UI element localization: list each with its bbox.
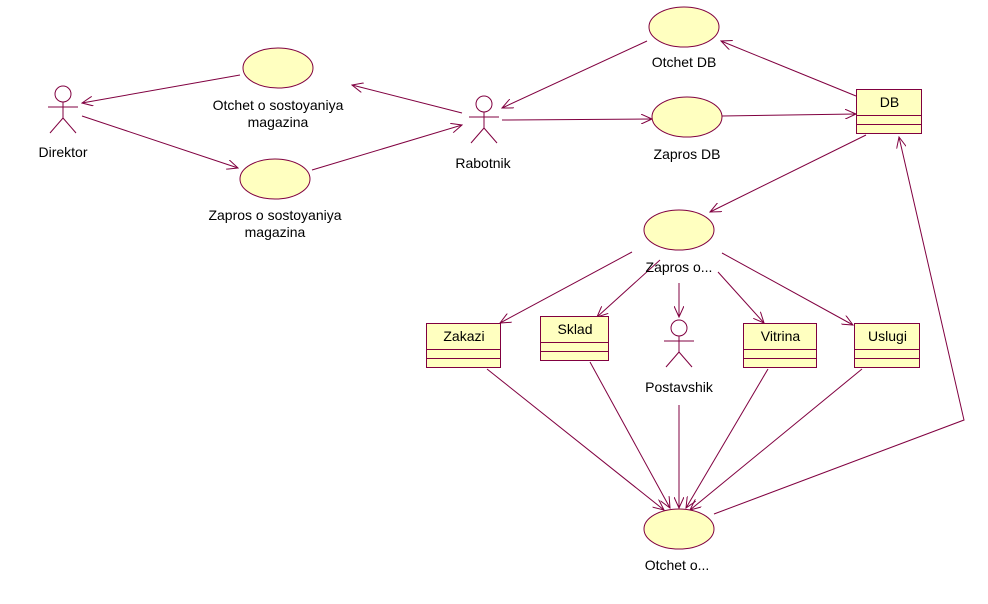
- class-vitrina[interactable]: [743, 323, 817, 368]
- actor-label-rabotnik: Rabotnik: [455, 155, 511, 171]
- usecase-label-otchet-db: Otchet DB: [651, 54, 717, 70]
- edge-sklad-to-otchet-o: [589, 361, 670, 508]
- usecase-label-zapros-db: Zapros DB: [653, 146, 721, 162]
- usecase-label-otchet-sostoyaniya-line1: Otchet o sostoyaniya: [212, 97, 344, 113]
- class-label-db: DB: [879, 94, 900, 110]
- edge-otchet-o-to-db: [713, 137, 965, 515]
- edge-zakazi-to-otchet-o: [486, 368, 664, 510]
- usecase-otchet-sostoyaniya[interactable]: [242, 47, 314, 89]
- usecase-zapros-o[interactable]: [643, 209, 715, 251]
- class-uslugi[interactable]: [854, 323, 920, 368]
- actor-postavshik[interactable]: [664, 319, 694, 368]
- usecase-otchet-db[interactable]: [648, 6, 720, 48]
- edge-vitrina-to-otchet-o: [686, 368, 769, 508]
- edge-uslugi-to-otchet-o: [690, 368, 863, 510]
- actor-label-direktor: Direktor: [38, 144, 88, 160]
- edge-otchet-db-to-rabotnik: [502, 40, 648, 108]
- usecase-zapros-db[interactable]: [651, 96, 723, 138]
- class-label-zakazi: Zakazi: [443, 328, 485, 344]
- class-db[interactable]: [856, 89, 922, 134]
- edge-db-to-otchet-db: [721, 41, 857, 97]
- usecase-label-zapros-sostoyaniya-line1: Zapros o sostoyaniya: [208, 207, 342, 223]
- edge-rabotnik-to-otchet-sost: [352, 85, 463, 114]
- class-label-sklad: Sklad: [557, 321, 593, 337]
- edge-zapros-db-to-db: [721, 114, 856, 116]
- edge-rabotnik-to-zapros-db: [501, 119, 652, 120]
- edge-db-to-zapros-o: [710, 134, 867, 212]
- class-label-uslugi: Uslugi: [868, 328, 907, 344]
- usecase-otchet-o[interactable]: [643, 508, 715, 550]
- edge-zapros-o-to-vitrina: [717, 271, 764, 323]
- class-label-vitrina: Vitrina: [760, 328, 801, 344]
- edge-otchet-sost-to-direktor: [82, 74, 241, 103]
- edge-zapros-o-to-uslugi: [721, 252, 853, 325]
- actor-rabotnik[interactable]: [469, 95, 499, 144]
- usecase-label-zapros-sostoyaniya-line2: magazina: [244, 224, 306, 240]
- class-sklad[interactable]: [540, 316, 609, 361]
- edge-zapros-sost-to-rabotnik: [311, 125, 462, 171]
- edge-direktor-to-zapros-sost: [81, 115, 238, 168]
- usecase-zapros-sostoyaniya[interactable]: [239, 158, 311, 200]
- edge-zapros-o-to-sklad: [597, 259, 661, 317]
- actor-label-postavshik: Postavshik: [645, 379, 713, 395]
- usecase-label-otchet-sostoyaniya-line2: magazina: [247, 114, 309, 130]
- usecase-label-zapros-o: Zapros o...: [645, 259, 713, 275]
- class-zakazi[interactable]: [426, 323, 501, 368]
- actor-direktor[interactable]: [48, 85, 78, 134]
- usecase-label-otchet-o: Otchet o...: [644, 557, 710, 573]
- edge-zapros-o-to-zakazi: [500, 251, 633, 323]
